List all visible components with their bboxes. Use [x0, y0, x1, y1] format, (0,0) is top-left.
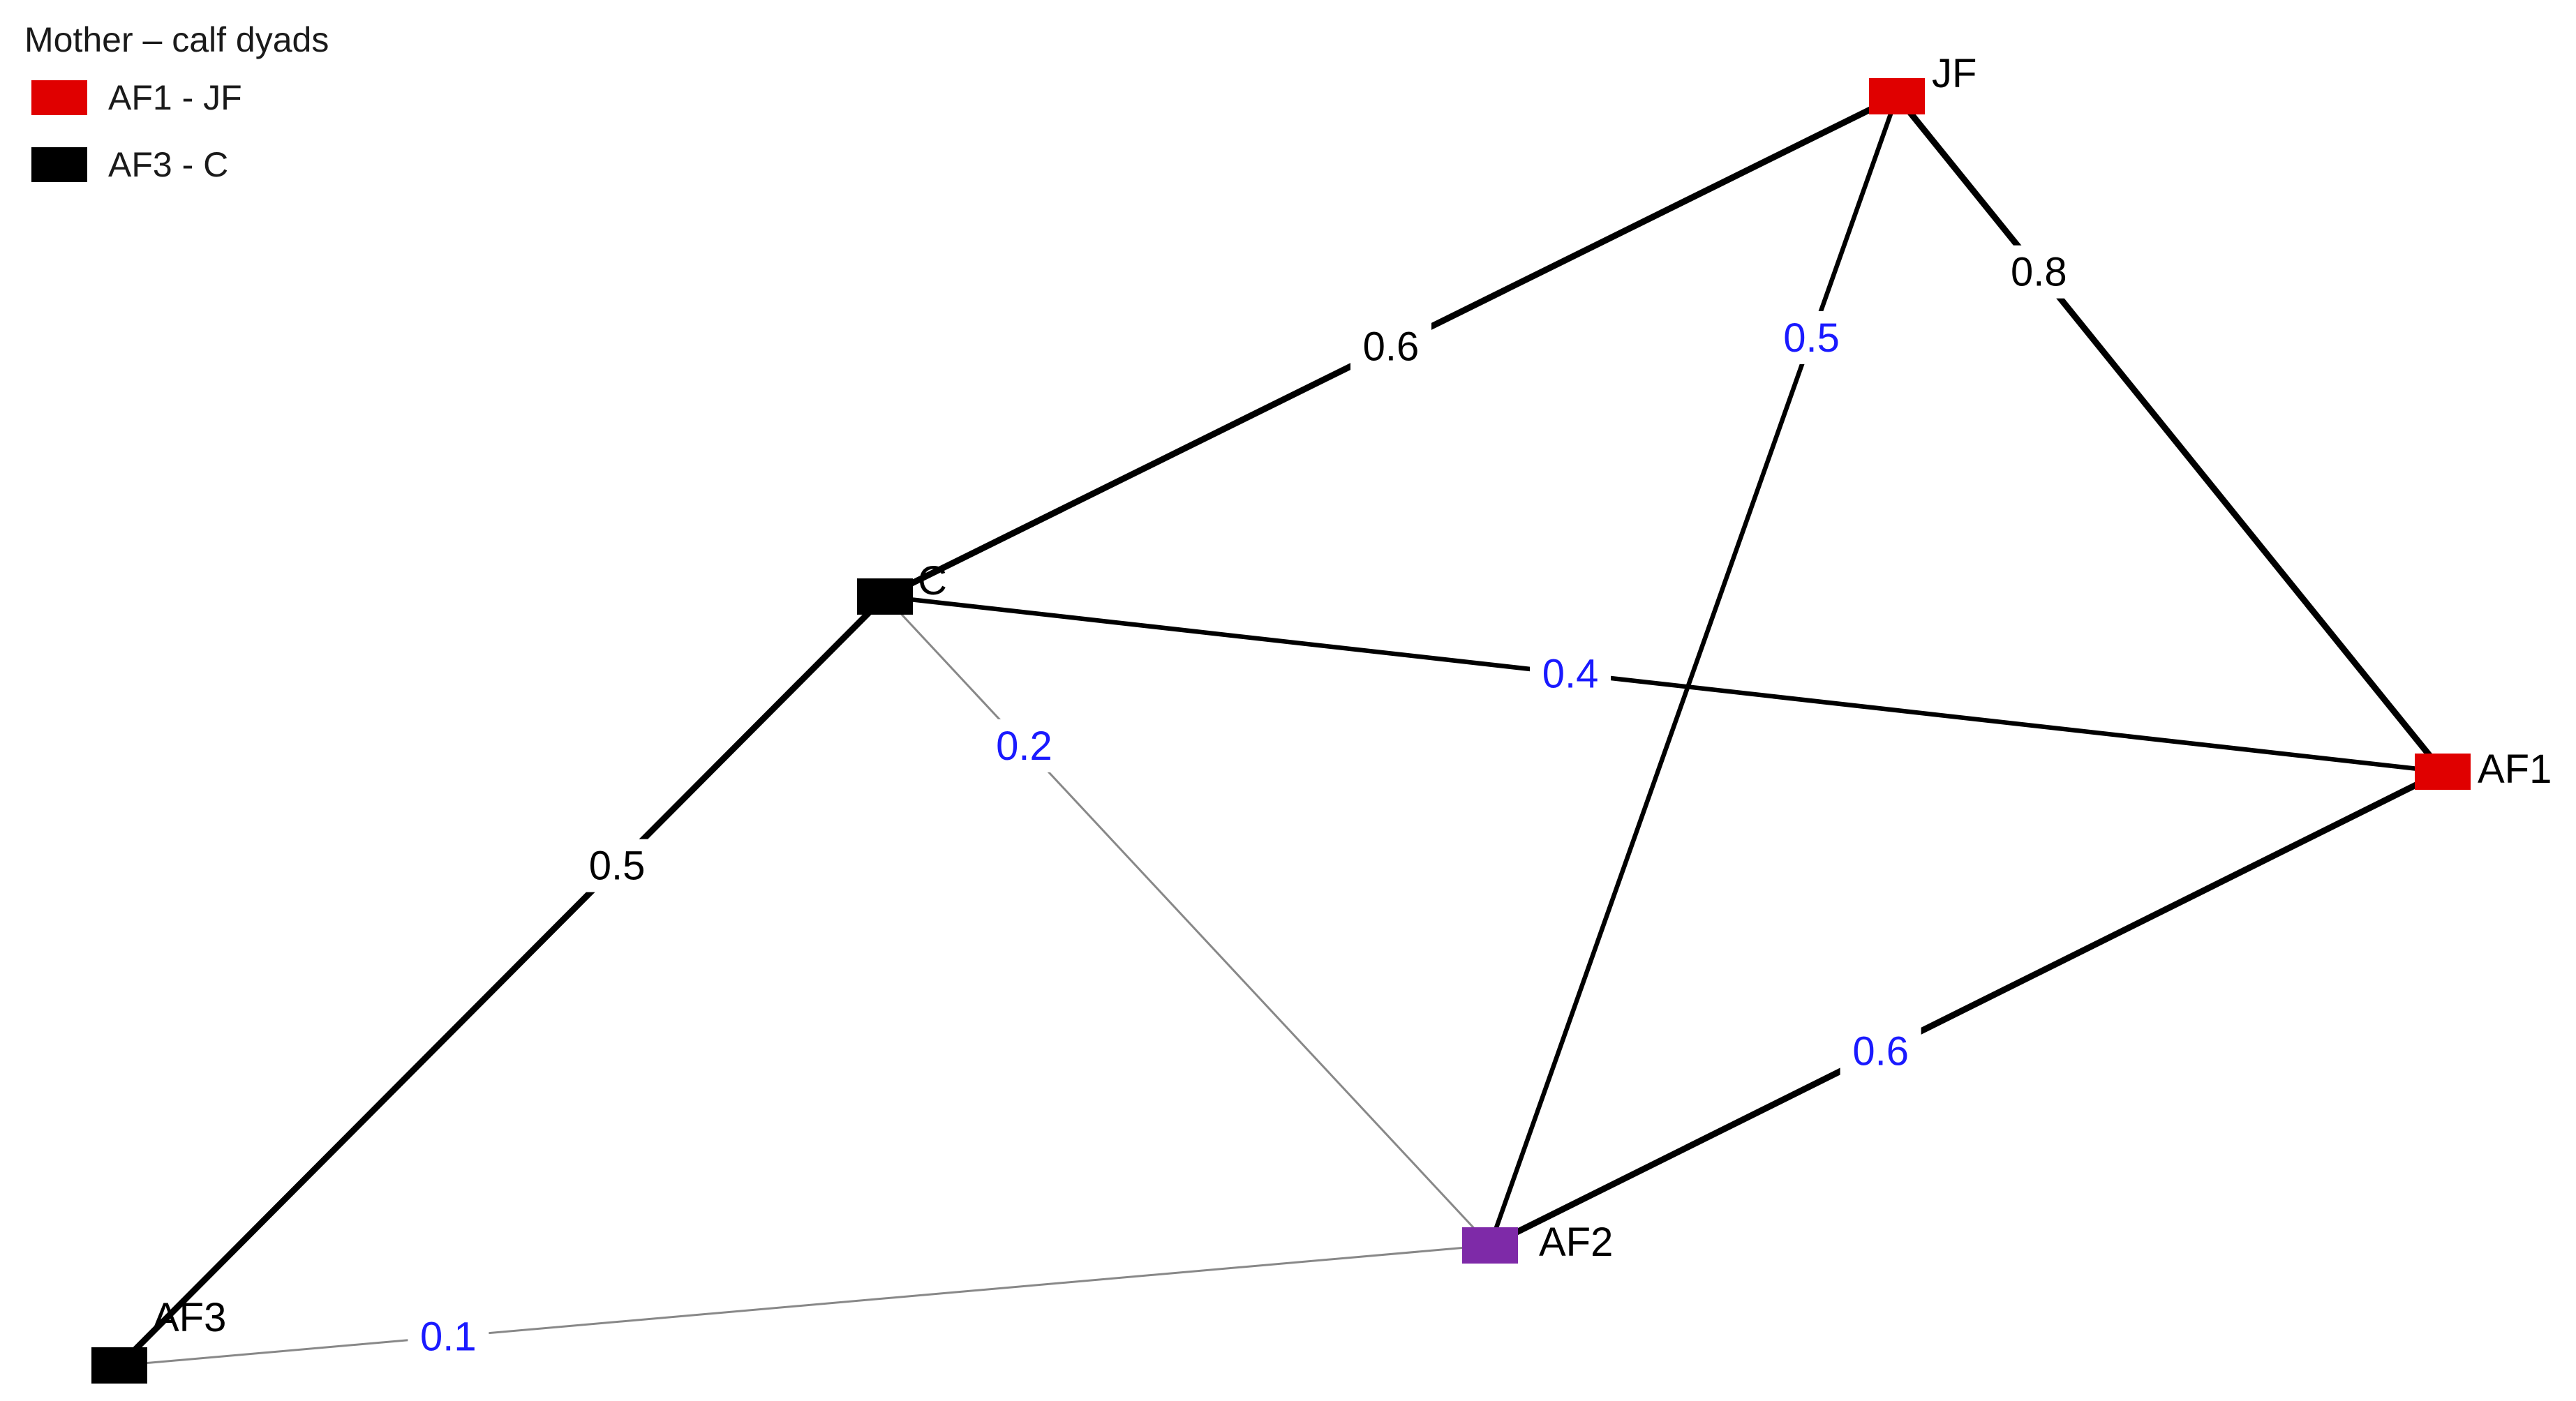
- edge-af2-af1: [1488, 768, 2445, 1249]
- edge-label-background: [1771, 310, 1852, 364]
- edge-weight-label: 0.1: [420, 1314, 477, 1360]
- edge-label-background: [1530, 647, 1611, 700]
- node-label-af1: AF1: [2478, 747, 2552, 792]
- legend-item-af3-c: AF3 - C: [24, 131, 329, 198]
- edge-weight-label: 0.2: [996, 724, 1052, 769]
- legend-swatch-red: [31, 80, 87, 115]
- edge-label-background: [576, 839, 658, 892]
- edge-jf-af2: [1487, 95, 1900, 1247]
- edge-layer: [117, 93, 2445, 1368]
- legend-item-af1-jf: AF1 - JF: [24, 64, 329, 131]
- node-c: [857, 578, 913, 615]
- edge-weight-label: 0.5: [1783, 315, 1840, 361]
- edge-weight-label: 0.6: [1852, 1029, 1909, 1074]
- legend-swatch-black: [31, 147, 87, 182]
- edge-label-background: [983, 719, 1065, 772]
- edge-label-background: [1350, 320, 1431, 373]
- legend-label: AF3 - C: [108, 145, 229, 184]
- edge-label-background: [408, 1310, 489, 1363]
- node-label-c: C: [918, 558, 947, 604]
- edge-jf-af1: [1894, 94, 2445, 774]
- edge-label-layer: 0.6 0.8 0.5 0.4 0.5 0.2 0.6 0.1: [408, 245, 2080, 1363]
- edge-label-background: [1840, 1024, 1921, 1078]
- node-jf: [1869, 78, 1925, 114]
- edge-af3-af2: [119, 1244, 1491, 1367]
- node-label-jf: JF: [1932, 51, 1976, 96]
- edge-af3-c: [117, 594, 888, 1368]
- edge-label-background: [1998, 245, 2080, 299]
- legend-label: AF1 - JF: [108, 78, 242, 117]
- node-af1: [2415, 754, 2471, 790]
- edge-weight-label: 0.4: [1542, 651, 1599, 696]
- node-label-af2: AF2: [1539, 1220, 1613, 1265]
- legend: Mother – calf dyads AF1 - JF AF3 - C: [24, 15, 329, 198]
- legend-title: Mother – calf dyads: [24, 20, 329, 59]
- node-af2: [1462, 1227, 1518, 1264]
- node-label-af3: AF3: [152, 1295, 226, 1340]
- edge-c-af1: [884, 594, 2443, 774]
- edge-weight-label: 0.6: [1363, 324, 1420, 370]
- edge-c-af2: [884, 595, 1491, 1247]
- edge-weight-label: 0.5: [589, 844, 646, 889]
- edge-weight-label: 0.8: [2011, 250, 2067, 295]
- node-af3: [91, 1347, 147, 1384]
